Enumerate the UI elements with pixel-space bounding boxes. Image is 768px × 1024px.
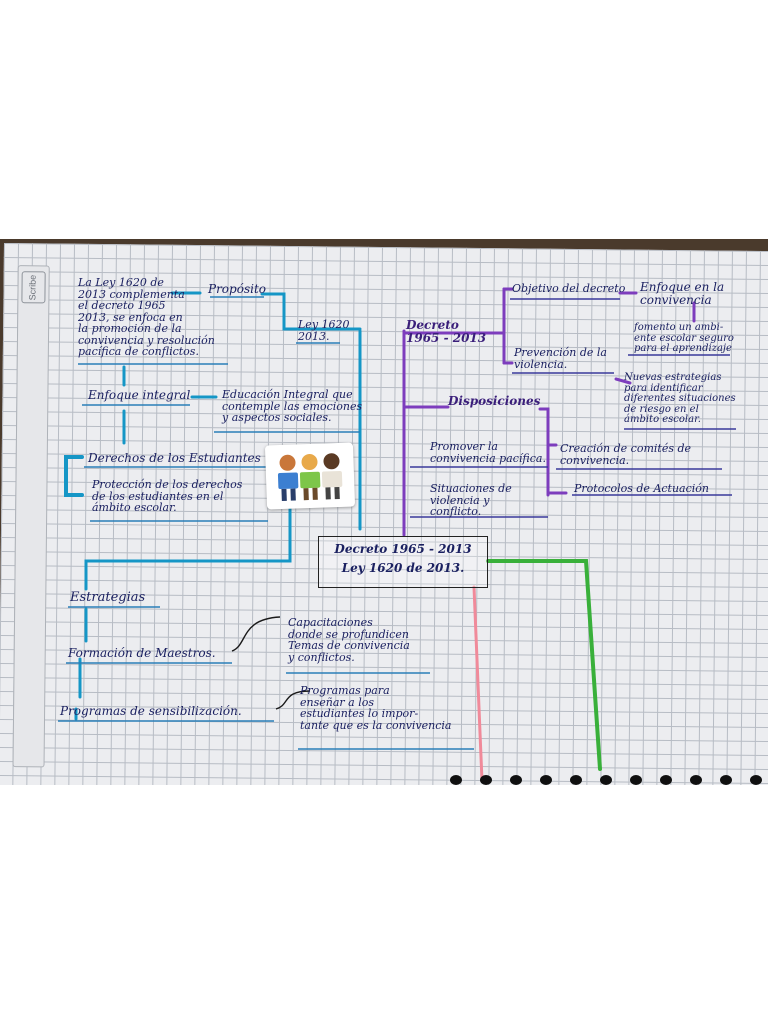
connector-derechos-central	[84, 483, 292, 591]
objetivo-label: Objetivo del decreto	[512, 282, 626, 295]
connector-pink	[472, 585, 484, 783]
notebook-photo: Scribe	[0, 239, 768, 785]
promover-text: Promover la convivencia pacífica.	[430, 440, 546, 465]
central-topic-box: Decreto 1965 - 2013 Ley 1620 de 2013.	[318, 536, 488, 588]
formacion-label: Formación de Maestros.	[68, 646, 216, 660]
programas-label: Programas de sensibilización.	[60, 704, 242, 718]
central-line-1: Decreto 1965 - 2013	[334, 542, 472, 556]
enfoque-integral-desc: Educación Integral que contemple las emo…	[222, 388, 363, 425]
protocolos-text: Protocolos de Actuación	[574, 482, 709, 495]
fomento-text: fomento un ambi- ente escolar seguro par…	[634, 322, 734, 354]
estrategias-riesgo-text: Nuevas estrategias para identificar dife…	[624, 372, 736, 425]
programas-desc: Programas para enseñar a los estudiantes…	[300, 684, 452, 732]
connector-estrategias	[74, 607, 88, 721]
children-sticker	[264, 442, 356, 510]
disposiciones-label: Disposiciones	[448, 394, 541, 408]
situaciones-text: Situaciones de violencia y conflicto.	[430, 482, 512, 519]
ley-1620-label: Ley 1620 2013.	[298, 318, 350, 343]
formacion-desc: Capacitaciones donde se profundicen Tema…	[288, 616, 410, 664]
enfoque-convivencia-label: Enfoque en la convivencia	[640, 280, 725, 307]
prevencion-label: Prevención de la violencia.	[514, 346, 607, 371]
central-line-2: Ley 1620 de 2013.	[341, 560, 465, 575]
creacion-text: Creación de comités de convivencia.	[560, 442, 692, 467]
proposito-label: Propósito	[208, 282, 266, 296]
decreto-label: Decreto 1965 - 2013	[406, 318, 487, 345]
enfoque-integral-label: Enfoque integral	[88, 388, 191, 402]
derechos-desc: Protección de los derechos de los estudi…	[92, 478, 243, 515]
ley-intro-text: La Ley 1620 de 2013 complementa el decre…	[78, 276, 215, 359]
connector-proposito-ley	[260, 292, 362, 331]
mind-map-connectors	[58, 287, 736, 783]
children-icon	[277, 453, 343, 501]
derechos-label: Derechos de los Estudiantes	[88, 451, 261, 465]
connector-green	[486, 559, 602, 771]
spiral-binding	[430, 773, 768, 785]
estrategias-label: Estrategias	[70, 590, 146, 605]
bracket-derechos	[64, 455, 84, 497]
